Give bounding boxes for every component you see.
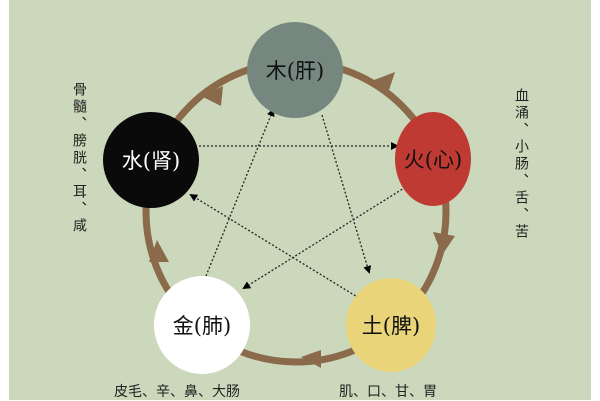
annotation-earth: 肌、口、甘、胃 (339, 384, 437, 400)
node-water: 水(肾) (103, 112, 199, 208)
arrow-earth-to-metal (301, 350, 321, 368)
annotation-fire: 血涌、小肠、舌、苦 (513, 88, 529, 241)
arrow-metal-to-water (149, 240, 169, 262)
node-metal: 金(肺) (154, 276, 250, 374)
annotation-water: 骨髓、膀胱、耳、咸 (71, 82, 87, 235)
line-earth-to-water (189, 193, 360, 299)
five-elements-diagram: 木(肝) 火(心) 土(脾) 金(肺) 水(肾) 骨髓、膀胱、耳、咸 血涌、小肠… (9, 0, 591, 400)
annotation-metal: 皮毛、辛、鼻、大肠 (114, 384, 240, 400)
node-earth: 土(脾) (346, 278, 436, 372)
node-wood: 木(肝) (247, 22, 343, 118)
controlling-lines (189, 108, 410, 299)
arrow-fire-to-earth (433, 232, 455, 255)
node-fire: 火(心) (395, 112, 471, 206)
line-wood-to-earth (321, 114, 372, 274)
line-fire-to-metal (242, 184, 410, 290)
line-metal-to-wood (205, 108, 275, 277)
arrow-water-to-wood (201, 86, 223, 106)
arrow-wood-to-fire (374, 72, 395, 96)
cycle-arrowheads (149, 72, 455, 368)
